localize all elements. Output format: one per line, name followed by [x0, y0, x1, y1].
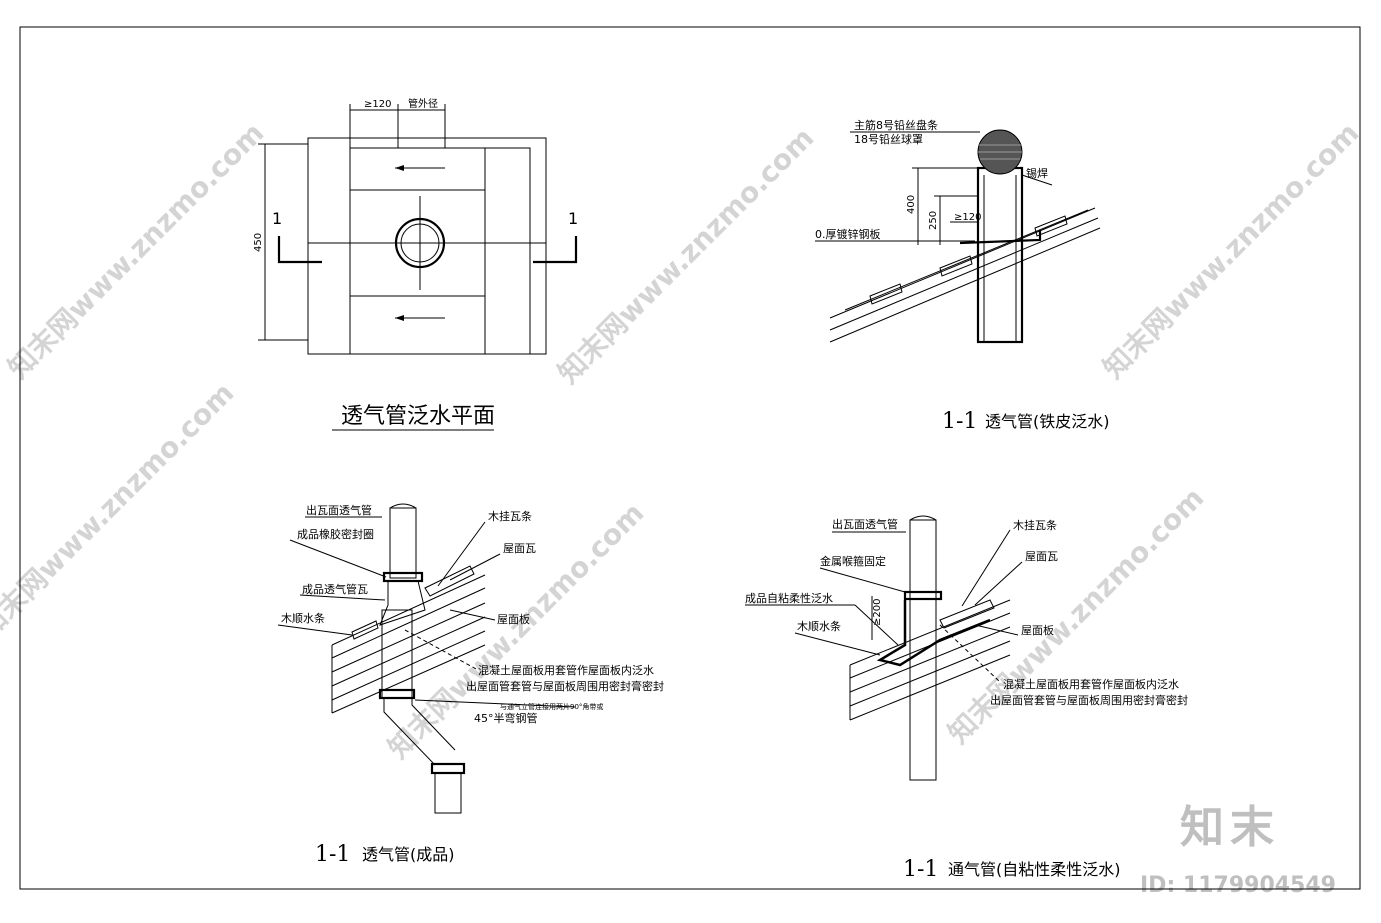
- label-clamp: 金属喉箍固定: [820, 554, 886, 568]
- watermark-text: 知末网www.znzmo.com: [942, 481, 1211, 750]
- label-board: 屋面板: [497, 612, 530, 626]
- vent-pipe-upper: [389, 507, 417, 579]
- dim-250: 250: [928, 211, 939, 230]
- label-tile: 屋面瓦: [1025, 550, 1058, 563]
- vent-pipe-lower: [434, 772, 462, 814]
- note-seal: 出屋面管套管与屋面板周围用密封膏密封: [466, 679, 664, 693]
- label-plate: 0.厚镀锌钢板: [815, 227, 881, 241]
- plan-flashing-rect: [349, 147, 531, 355]
- vent-pipe: [909, 519, 937, 781]
- label-pipe: 出瓦面透气管: [832, 517, 898, 531]
- label-flash: 成品自粘柔性泛水: [745, 591, 833, 605]
- label-ball: 18号铅丝球罩: [854, 132, 923, 146]
- vent-pipe: [976, 166, 1024, 344]
- flow-arrow-top: [395, 165, 445, 171]
- label-wire: 主筋8号铅丝盘条: [854, 118, 938, 132]
- rubber-seal: [382, 571, 424, 583]
- iron-section: 400 250 ≥120 主筋8号铅丝盘条 18号铅丝球罩 锡焊 0.厚镀锌钢板…: [815, 118, 1110, 434]
- finished-section: 出瓦面透气管 成品橡胶密封圈 成品透气管瓦 木顺水条 木挂瓦条 屋面瓦 屋面板 …: [277, 503, 664, 867]
- label-ring: 成品橡胶密封圈: [297, 527, 374, 541]
- watermark-text: 知末网www.znzmo.com: [552, 121, 821, 390]
- dim-400: 400: [906, 195, 917, 214]
- dim-left-450: 450: [253, 233, 264, 252]
- label-pipe: 出瓦面透气管: [306, 503, 372, 517]
- note-sleeve: 混凝土屋面板用套管作屋面板内泛水: [1003, 677, 1179, 691]
- plan-title: 透气管泛水平面: [341, 404, 495, 429]
- label-batten: 木挂瓦条: [1013, 518, 1057, 532]
- metal-clamp: [903, 590, 943, 601]
- watermark-layer: 知末网www.znzmo.com 知末网www.znzmo.com 知末网www…: [0, 116, 1365, 898]
- note-seal: 出屋面管套管与屋面板周围用密封膏密封: [990, 693, 1188, 707]
- label-tile-vent: 成品透气管瓦: [302, 582, 368, 596]
- flow-arrow-bottom: [395, 315, 445, 321]
- finished-title-number: 1-1: [315, 842, 350, 867]
- adhesive-title-text: 通气管(自粘性柔性泛水): [948, 860, 1121, 879]
- adhesive-section: ≥200 出瓦面透气管 金属喉箍固定 成品自粘柔性泛水 木顺水条 木挂瓦条 屋面…: [745, 515, 1188, 882]
- iron-title-text: 透气管(铁皮泛水): [985, 412, 1110, 431]
- watermark-text: 知末网www.znzmo.com: [0, 376, 240, 645]
- plan-view: ≥120 管外径 450 1 1 透气管泛水平面: [253, 97, 578, 431]
- dim-top-pipe-od: 管外径: [408, 97, 438, 110]
- note-half-bend: 45°半弯钢管: [474, 711, 538, 725]
- dim-top-min: ≥120: [364, 99, 391, 110]
- flexible-flashing: [876, 600, 991, 667]
- elbow-joint: [430, 762, 466, 775]
- label-tile: 屋面瓦: [503, 542, 536, 555]
- pipe-plan-outer: [394, 217, 446, 269]
- watermark-text: 知末网www.znzmo.com: [2, 116, 271, 385]
- label-solder: 锡焊: [1026, 166, 1048, 180]
- adhesive-title-number: 1-1: [903, 857, 938, 882]
- plan-outer-rect: [307, 137, 547, 355]
- watermark-brand: 知末: [1180, 802, 1280, 853]
- sheet-border: [19, 26, 1361, 890]
- section-mark-left: 1: [272, 209, 282, 228]
- dim-200: ≥200: [872, 599, 883, 626]
- watermark-text: 知末网www.znzmo.com: [1097, 116, 1366, 385]
- label-strip: 木顺水条: [281, 611, 325, 625]
- label-batten: 木挂瓦条: [488, 509, 532, 523]
- finished-title-text: 透气管(成品): [362, 845, 455, 864]
- watermark-id: ID: 1179904549: [1140, 873, 1336, 898]
- label-strip: 木顺水条: [797, 619, 841, 633]
- note-elbow: 与通气立管连接用两片90°角带或: [500, 702, 603, 711]
- note-sleeve: 混凝土屋面板用套管作屋面板内泛水: [478, 663, 654, 677]
- dim-120: ≥120: [954, 212, 981, 223]
- iron-title-number: 1-1: [942, 409, 977, 434]
- label-board: 屋面板: [1021, 623, 1054, 637]
- pipe-plan-inner: [400, 223, 440, 263]
- section-mark-right: 1: [568, 209, 578, 228]
